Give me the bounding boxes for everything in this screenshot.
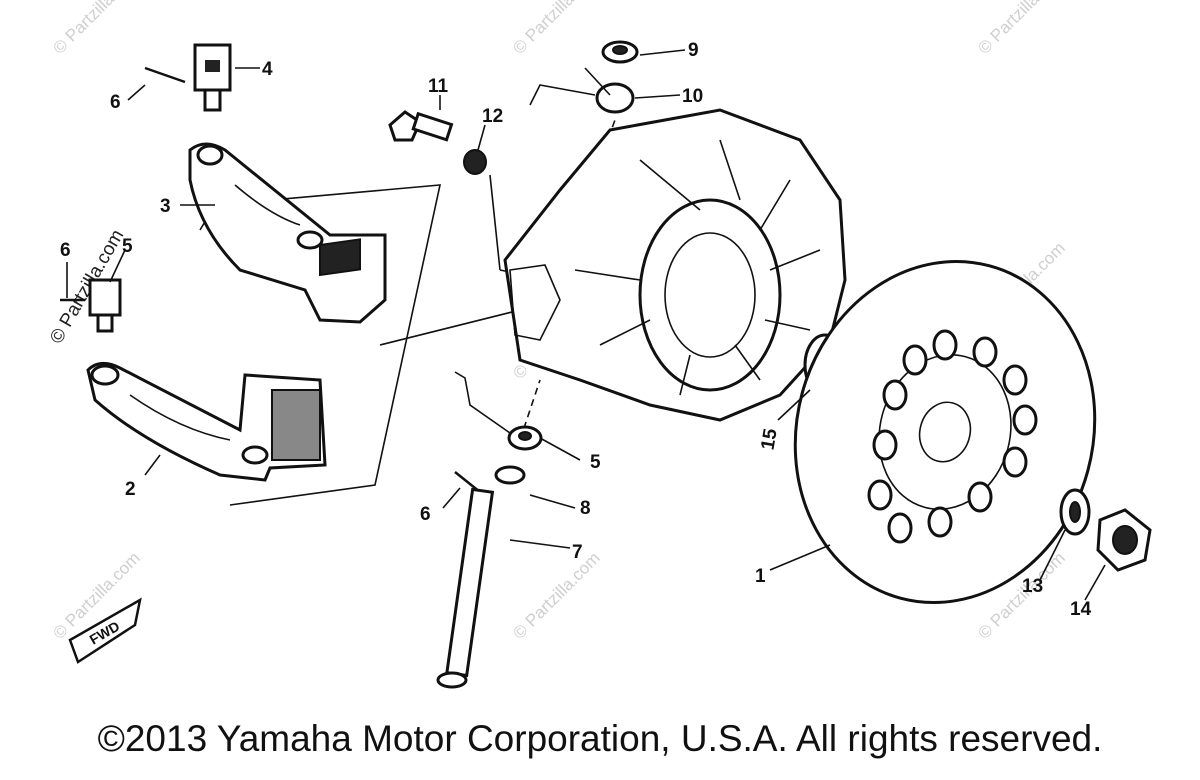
callout-7: 7 xyxy=(572,542,583,563)
callout-2: 2 xyxy=(125,479,136,500)
disc-holes xyxy=(867,329,1038,544)
spring-assembly-top xyxy=(529,40,639,114)
nut-small xyxy=(463,149,487,175)
callout-12: 12 xyxy=(482,106,503,127)
callout-6: 6 xyxy=(110,92,121,113)
brake-disc xyxy=(793,260,1097,604)
shaft xyxy=(436,487,495,689)
caliper-arm-lower xyxy=(86,362,327,482)
bolt xyxy=(388,110,454,142)
callout-13: 13 xyxy=(1022,576,1043,597)
copyright-notice: ©2013 Yamaha Motor Corporation, U.S.A. A… xyxy=(97,718,1103,759)
callout-6: 6 xyxy=(420,504,431,525)
pin-block-top xyxy=(193,43,232,112)
callout-5: 5 xyxy=(590,452,601,473)
spring-assembly-lower xyxy=(454,371,543,485)
axle-nut xyxy=(1096,508,1152,572)
callout-9: 9 xyxy=(688,40,699,61)
callout-6: 6 xyxy=(60,240,71,261)
callout-15: 15 xyxy=(757,427,781,452)
callout-11: 11 xyxy=(428,76,449,97)
watermark: © Partzilla.com xyxy=(509,0,603,58)
washer-small xyxy=(1059,488,1091,536)
callouts: 1 2 3 4 5 6 6 6 7 8 5 9 10 11 12 13 14 1… xyxy=(60,40,1092,620)
callout-10: 10 xyxy=(682,86,703,107)
callout-5: 5 xyxy=(122,236,133,257)
callout-1: 1 xyxy=(755,566,766,587)
callout-14: 14 xyxy=(1070,599,1092,620)
leader-lines xyxy=(66,49,1106,601)
callout-3: 3 xyxy=(160,196,171,217)
caliper-arm-upper xyxy=(188,142,387,324)
pin-block-left xyxy=(88,278,122,333)
brake-housing xyxy=(503,108,847,422)
watermark: © Partzilla.com xyxy=(509,548,603,642)
callout-8: 8 xyxy=(580,498,591,519)
watermark: © Partzilla.com xyxy=(49,0,143,58)
callout-4: 4 xyxy=(262,59,273,80)
watermark: © Partzilla.com xyxy=(974,0,1068,58)
